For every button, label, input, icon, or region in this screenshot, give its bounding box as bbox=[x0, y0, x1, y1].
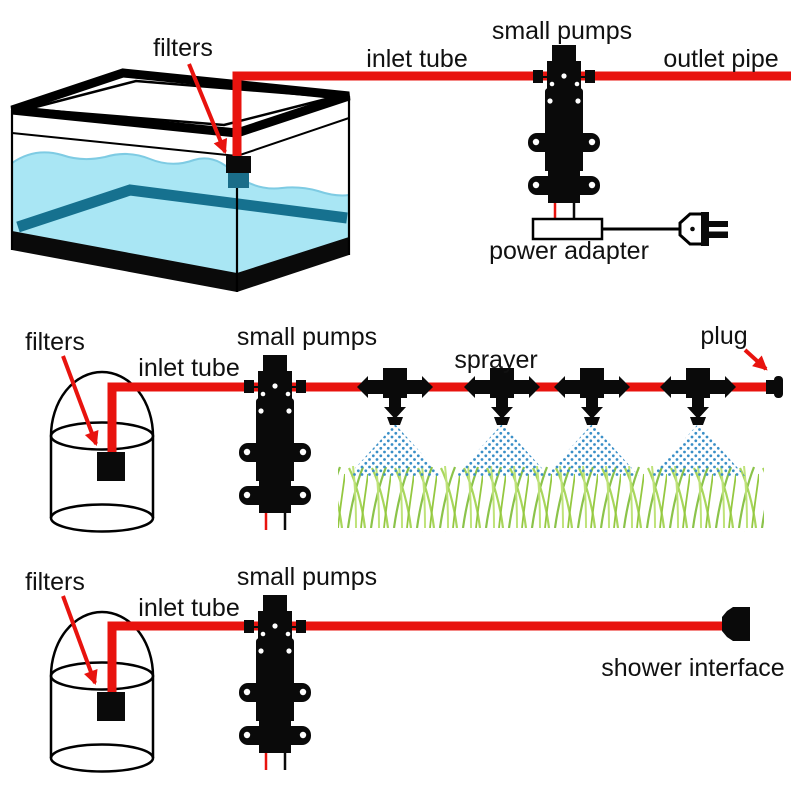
filters-label: filters bbox=[25, 568, 85, 596]
filter-box bbox=[226, 156, 251, 173]
small-pumps-label: small pumps bbox=[237, 323, 377, 351]
shower-interface-connector bbox=[722, 607, 750, 641]
water-wave-line bbox=[11, 151, 238, 177]
fish-tank bbox=[10, 68, 351, 292]
filters-label: filters bbox=[25, 328, 85, 356]
filter-box bbox=[97, 692, 125, 721]
container-dome bbox=[49, 610, 155, 677]
inlet-tube-label: inlet tube bbox=[138, 594, 239, 622]
tank-rim bbox=[10, 68, 351, 138]
plug-label: plug bbox=[700, 322, 747, 350]
mist-spray bbox=[347, 424, 443, 477]
filters-pointer-arrow bbox=[61, 595, 98, 686]
sprayer-label: sprayer bbox=[454, 346, 537, 374]
shower-interface-label: shower interface bbox=[601, 654, 784, 682]
filter-box bbox=[97, 452, 125, 481]
small-pumps-label: small pumps bbox=[492, 17, 632, 45]
water-container bbox=[49, 370, 155, 533]
outlet-pipe-label: outlet pipe bbox=[663, 45, 778, 73]
small-pumps-label: small pumps bbox=[237, 563, 377, 591]
end-plug bbox=[766, 376, 783, 398]
sprayer-tube-line bbox=[107, 382, 770, 456]
tank-bottom-frame-right bbox=[237, 237, 349, 292]
mist-spray bbox=[454, 424, 550, 477]
plug-prong-top bbox=[709, 221, 728, 227]
water-container bbox=[49, 610, 155, 773]
shower-tube-line bbox=[107, 621, 724, 696]
power-plug bbox=[678, 212, 728, 246]
tank-rim-inner bbox=[27, 79, 335, 127]
mist-spray bbox=[544, 424, 640, 477]
mist-spray bbox=[650, 424, 746, 477]
plug-pointer-arrow bbox=[743, 348, 768, 371]
filter-body-submerged bbox=[228, 173, 249, 188]
shower-section: filters inlet tube small pumps shower in… bbox=[25, 563, 785, 773]
plug-prong-bottom bbox=[709, 231, 728, 238]
inlet-tube-label: inlet tube bbox=[138, 354, 239, 382]
container-bottom bbox=[49, 503, 155, 533]
power-adapter-label: power adapter bbox=[489, 237, 649, 265]
filters-label: filters bbox=[153, 34, 213, 62]
tank-water-front bbox=[12, 152, 237, 274]
power-adapter-box bbox=[531, 217, 604, 241]
inlet-tube-label: inlet tube bbox=[366, 45, 467, 73]
tank-bottom-frame-front bbox=[12, 231, 237, 292]
aquarium-section: filters inlet tube small pumps outlet pi… bbox=[10, 17, 791, 292]
filters-pointer-arrow bbox=[61, 355, 99, 447]
inlet-outlet-tube-line bbox=[232, 71, 791, 162]
tank-floor-shadow bbox=[16, 184, 348, 233]
tank-water-right bbox=[237, 176, 349, 274]
water-wave-line-right bbox=[236, 175, 350, 197]
container-dome bbox=[49, 370, 155, 437]
filters-pointer-arrow bbox=[187, 63, 228, 154]
sprayer-section: filters inlet tube small pumps sprayer p… bbox=[25, 322, 783, 533]
container-bottom bbox=[49, 743, 155, 773]
